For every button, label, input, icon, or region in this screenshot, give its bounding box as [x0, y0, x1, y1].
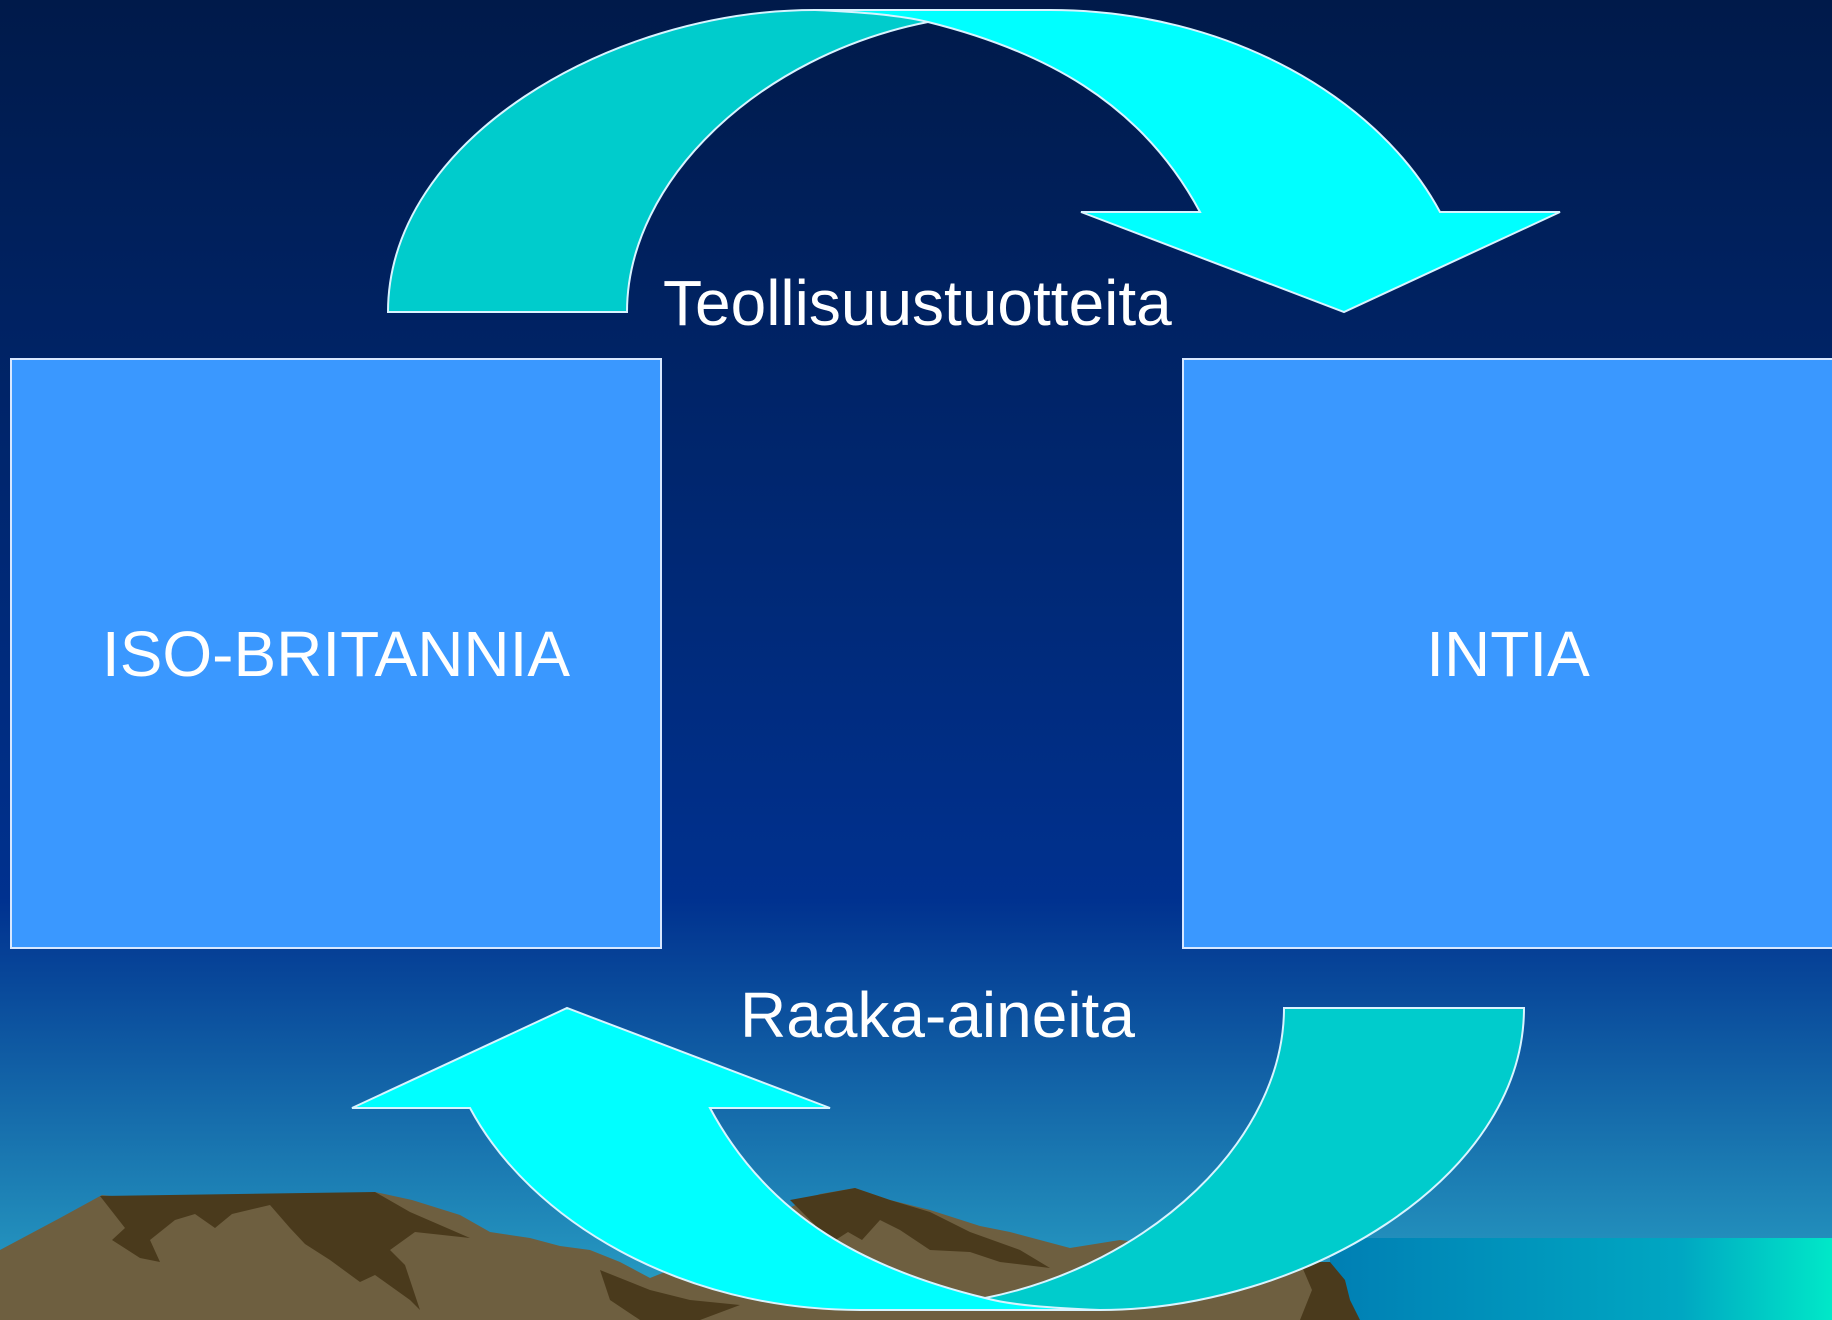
edge-label-top: Teollisuustuotteita	[663, 267, 1172, 339]
sea	[1330, 1238, 1832, 1320]
node-iso-britannia: ISO-BRITANNIA	[10, 358, 662, 949]
node-label: ISO-BRITANNIA	[101, 617, 571, 690]
top-arrow-front-band	[814, 9, 1561, 314]
bottom-arrow	[351, 1006, 1526, 1311]
mountains	[0, 1188, 1360, 1320]
top-arrow	[386, 9, 1561, 314]
bottom-arrow-front-band	[351, 1006, 1101, 1311]
edge-label-bottom: Raaka-aineita	[740, 979, 1135, 1051]
node-label: INTIA	[1426, 617, 1590, 690]
node-intia: INTIA	[1182, 358, 1832, 949]
